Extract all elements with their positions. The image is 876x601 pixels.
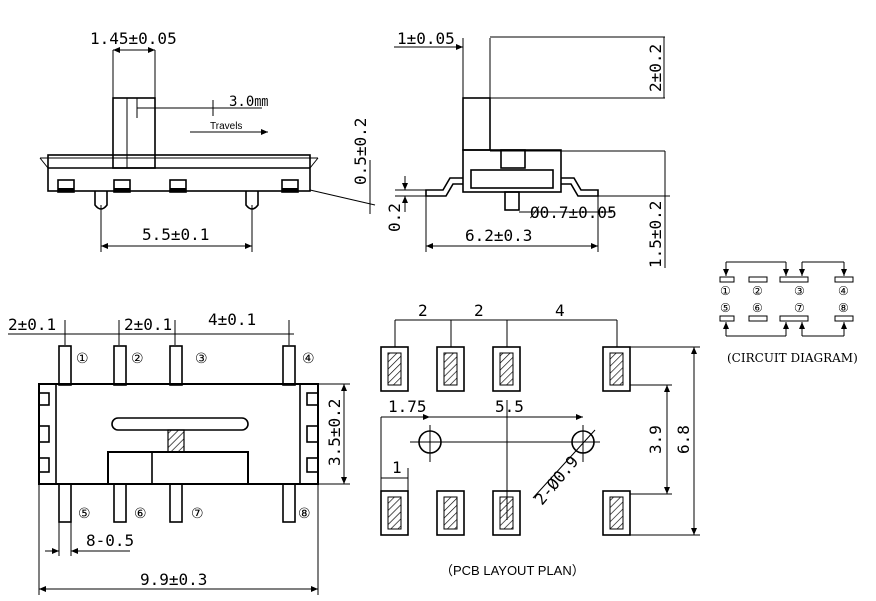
pcb-hole-right — [571, 430, 595, 454]
pcb-pad-7 — [492, 490, 521, 536]
dim-actuator-height: 0.5±0.2 — [351, 118, 370, 185]
pin-label-8: ⑧ — [298, 506, 311, 522]
pcb-dim-hole-spacing: 5.5 — [495, 397, 524, 416]
bottom-pin-6 — [113, 483, 127, 523]
pin-label-6: ⑥ — [134, 506, 147, 522]
pcb-layout: 2 2 4 1.75 5.5 2-Ø0.9 1 — [380, 301, 700, 578]
pcb-pad-1 — [380, 346, 409, 392]
circuit-pin-6: ⑥ — [752, 301, 763, 315]
circuit-contact-3 — [779, 276, 809, 283]
pcb-dim-pitch-3: 4 — [555, 301, 565, 320]
end-body — [462, 149, 562, 193]
pcb-pad-3 — [492, 346, 521, 392]
pin-label-7: ⑦ — [191, 506, 204, 522]
pcb-dim-hole-offset: 1.75 — [388, 397, 427, 416]
pin-label-1: ① — [76, 351, 89, 367]
pin-label-2: ② — [131, 351, 144, 367]
end-view: 1±0.05 2±0.2 Ø0.7±0.05 0.2 6.2±0.3 1.5±0… — [385, 29, 670, 268]
top-pin-4 — [282, 345, 296, 386]
bottom-pin-5 — [58, 483, 72, 523]
circuit-pin-5: ⑤ — [720, 301, 731, 315]
travels-label: Travels — [210, 121, 242, 132]
pcb-dim-pitch-1: 2 — [418, 301, 428, 320]
bottom-pin-8 — [282, 483, 296, 523]
pcb-pad-2 — [436, 346, 465, 392]
circuit-pin-8: ⑧ — [838, 301, 849, 315]
side-body — [47, 154, 311, 192]
pcb-pad-5 — [380, 490, 409, 536]
dim-post-diameter: Ø0.7±0.05 — [530, 203, 617, 222]
top-pin-3 — [169, 345, 183, 386]
pin-label-3: ③ — [195, 351, 208, 367]
top-view: 2±0.1 2±0.1 4±0.1 ① ② ③ ④ ⑤ ⑥ ⑦ ⑧ — [8, 310, 350, 595]
dim-actuator-thickness: 1±0.05 — [397, 29, 455, 48]
end-actuator — [462, 97, 491, 151]
circuit-contact-1 — [719, 276, 735, 283]
pcb-dim-outer-spacing: 6.8 — [674, 425, 693, 454]
top-slider — [107, 451, 249, 485]
circuit-contact-7 — [779, 315, 809, 322]
dim-body-height: 1.5±0.2 — [646, 201, 665, 268]
circuit-contact-2 — [748, 276, 768, 283]
circuit-pin-7: ⑦ — [794, 301, 805, 315]
dim-pitch-c: 4±0.1 — [208, 310, 256, 329]
circuit-pin-1: ① — [720, 284, 731, 298]
circuit-contact-4 — [834, 276, 854, 283]
dim-lead-span: 6.2±0.3 — [465, 226, 532, 245]
bottom-pin-7 — [169, 483, 183, 523]
dim-actuator-travel: 3.0㎜ — [229, 94, 268, 110]
top-knob — [167, 429, 185, 453]
dim-body-width: 3.5±0.2 — [325, 399, 344, 466]
dim-actuator-protrusion: 2±0.2 — [646, 44, 665, 92]
pcb-dim-pitch-2: 2 — [474, 301, 484, 320]
pcb-dim-pad-width: 1 — [392, 458, 402, 477]
circuit-pin-4: ④ — [838, 284, 849, 298]
circuit-contact-5 — [719, 315, 735, 322]
dim-pitch-a: 2±0.1 — [8, 315, 56, 334]
top-pin-2 — [113, 345, 127, 386]
top-pin-1 — [58, 345, 72, 386]
dim-post-spacing: 5.5±0.1 — [142, 225, 209, 244]
end-lead-left — [425, 177, 463, 197]
dim-pin-width: 8-0.5 — [86, 531, 134, 550]
pcb-caption: （PCB LAYOUT PLAN） — [440, 563, 585, 578]
pcb-pad-8 — [602, 490, 631, 536]
dim-lead-thickness: 0.2 — [385, 203, 404, 232]
pcb-dim-row-spacing: 3.9 — [646, 425, 665, 454]
dim-body-length: 9.9±0.3 — [140, 570, 207, 589]
circuit-contact-6 — [748, 315, 768, 322]
circuit-pin-2: ② — [752, 284, 763, 298]
circuit-pin-3: ③ — [794, 284, 805, 298]
dim-pitch-b: 2±0.1 — [124, 315, 172, 334]
pcb-hole-left — [418, 430, 442, 454]
pin-label-4: ④ — [302, 351, 315, 367]
circuit-caption: (CIRCUIT DIAGRAM) — [727, 351, 858, 365]
side-view: 1.45±0.05 3.0㎜ Travels 5.5±0.1 0.5±0.2 — [39, 29, 376, 252]
circuit-diagram: ① ② ③ ④ ⑤ ⑥ ⑦ ⑧ (CIRCUIT DIAGRAM) — [719, 261, 858, 365]
circuit-contact-8 — [834, 315, 854, 322]
pcb-pad-4 — [602, 346, 631, 392]
pin-label-5: ⑤ — [78, 506, 91, 522]
dim-actuator-width: 1.45±0.05 — [90, 29, 177, 48]
top-slot — [111, 417, 249, 431]
end-post — [504, 191, 520, 211]
end-lead-right — [561, 177, 599, 197]
pcb-dim-hole-diameter: 2-Ø0.9 — [531, 452, 583, 508]
pcb-pad-6 — [436, 490, 465, 536]
